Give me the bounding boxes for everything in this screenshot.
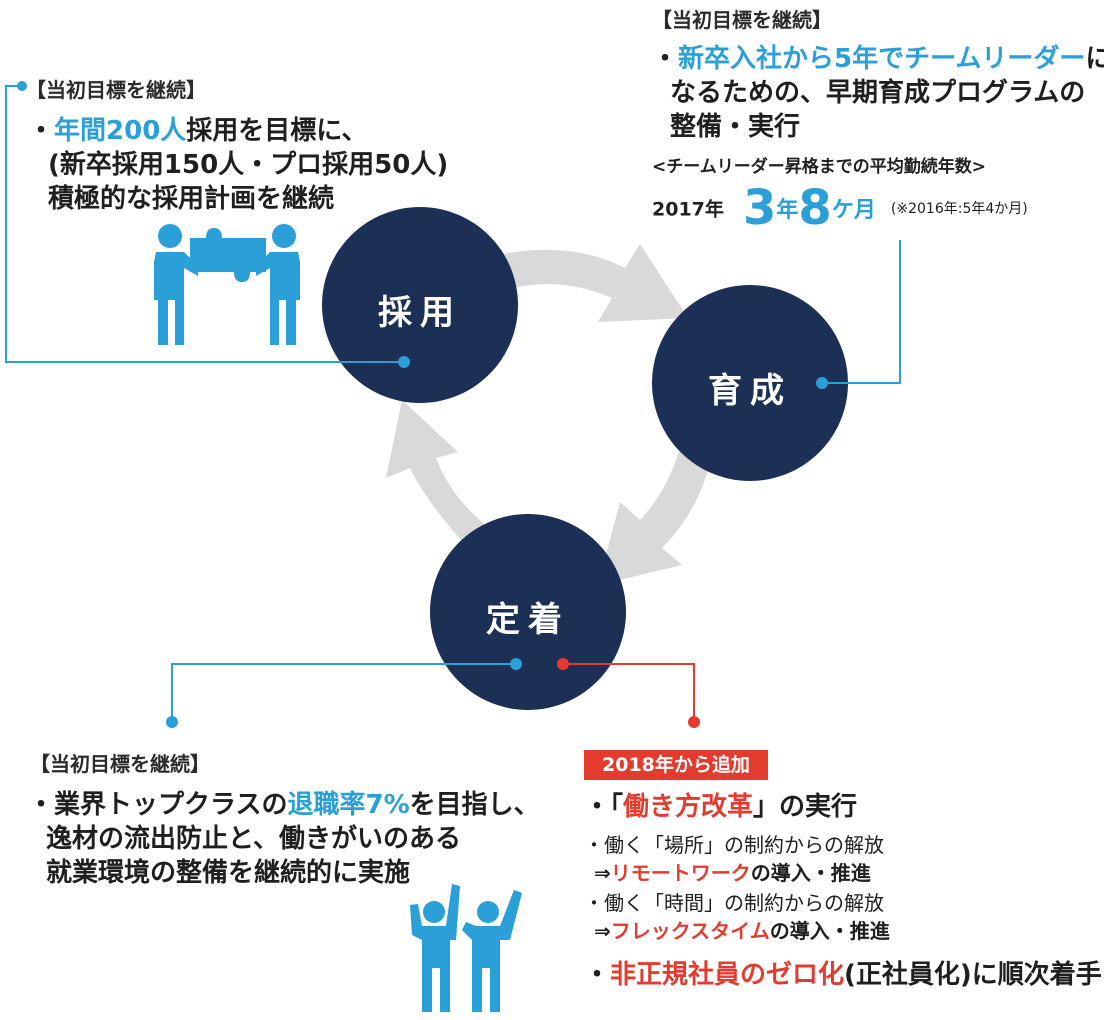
circle-retain <box>430 514 626 710</box>
develop-stat-note: (※2016年:5年4か月) <box>890 201 1028 217</box>
develop-line2: なるための、早期育成プログラムの <box>670 78 1086 108</box>
develop-line1-highlight: 新卒入社から5年でチームリーダー <box>678 44 1086 74</box>
added-item1-prefix: ・「 <box>584 792 624 822</box>
recruit-bracket: 【当初目標を継続】 <box>26 78 206 102</box>
dot-retain-blue-end <box>166 716 178 728</box>
recruit-line2: (新卒採用150人・プロ採用50人) <box>48 150 449 180</box>
develop-stat: 2017年 3年8ケ月 (※2016年:5年4か月) <box>652 180 1028 236</box>
develop-line1: ・新卒入社から5年でチームリーダーに <box>652 42 1104 76</box>
circle-retain-label: 定着 <box>486 600 570 640</box>
added-item2: ・非正規社員のゼロ化(正社員化)に順次着手 <box>584 958 1102 992</box>
retain-line1: ・業界トップクラスの退職率7%を目指し、 <box>28 788 540 822</box>
develop-line3: 整備・実行 <box>670 112 801 142</box>
retain-line2: 逸材の流出防止と、働きがいのある <box>46 824 461 854</box>
added-sub1b-highlight: リモートワーク <box>610 861 751 885</box>
added-item2-prefix: ・ <box>584 960 611 990</box>
develop-subtitle: <チームリーダー昇格までの平均勤続年数> <box>652 157 986 177</box>
retain-line3: 就業環境の整備を継続的に実施 <box>46 858 411 888</box>
develop-stat-years-unit: 年 <box>776 198 799 223</box>
added-sub1b-suffix: の導入・推進 <box>750 861 871 885</box>
added-item1: ・「働き方改革」の実行 <box>584 790 857 824</box>
added-item1-suffix: 」の実行 <box>753 792 858 822</box>
circle-recruit <box>322 207 518 403</box>
develop-stat-months-unit: ケ月 <box>831 198 876 223</box>
recruit-line3: 積極的な採用計画を継続 <box>48 184 335 214</box>
develop-line1-prefix: ・ <box>652 44 679 74</box>
added-sub2: ・働く「時間」の制約からの解放 <box>584 891 884 915</box>
recruit-line1: ・年間200人採用を目標に、 <box>28 114 368 148</box>
added-badge: 2018年から追加 <box>584 750 768 780</box>
retain-line1-prefix: ・業界トップクラスの <box>28 790 288 820</box>
dot-develop-start <box>816 377 828 389</box>
develop-line1-rest: に <box>1085 44 1104 74</box>
recruit-line1-prefix: ・ <box>28 116 55 146</box>
develop-stat-years-value: 3 <box>742 180 777 236</box>
circle-recruit-label: 採用 <box>378 293 462 333</box>
dot-retain-red-end <box>688 716 700 728</box>
puzzle-team-icon <box>154 224 300 345</box>
added-sub1b-prefix: ⇒ <box>594 861 611 885</box>
circle-develop <box>652 285 848 481</box>
added-item2-highlight: 非正規社員のゼロ化 <box>610 960 845 990</box>
retain-line1-highlight: 退職率7% <box>287 790 410 820</box>
develop-stat-months-value: 8 <box>798 180 832 236</box>
connector-retain-blue <box>171 663 516 722</box>
added-sub2b: ⇒フレックスタイムの導入・推進 <box>594 918 890 944</box>
arrow-recruit-to-develop <box>498 244 688 322</box>
dot-retain-blue-start <box>510 658 522 670</box>
retain-bracket: 【当初目標を継続】 <box>30 752 210 776</box>
cheering-people-icon <box>410 884 522 1012</box>
develop-stat-year: 2017年 <box>652 198 724 221</box>
added-item2-suffix: (正社員化)に順次着手 <box>844 960 1102 990</box>
retain-line1-rest: を目指し、 <box>409 790 540 820</box>
connector-retain-red <box>563 663 695 722</box>
dot-recruit-start <box>398 356 410 368</box>
added-sub1: ・働く「場所」の制約からの解放 <box>584 833 884 857</box>
develop-bracket: 【当初目標を継続】 <box>652 8 832 32</box>
added-sub1b: ⇒リモートワークの導入・推進 <box>594 860 871 886</box>
dot-recruit-end <box>17 81 27 91</box>
added-item1-highlight: 働き方改革 <box>623 792 754 822</box>
recruit-line1-rest: 採用を目標に、 <box>186 116 368 146</box>
connector-recruit <box>5 85 404 363</box>
recruit-line1-highlight: 年間200人 <box>54 116 187 146</box>
connector-develop <box>822 240 901 384</box>
cycle-arrows <box>386 244 712 585</box>
arrow-retain-to-recruit <box>386 400 492 548</box>
circle-develop-label: 育成 <box>708 371 792 411</box>
added-sub2b-suffix: の導入・推進 <box>769 919 890 943</box>
arrow-develop-to-retain <box>598 448 712 585</box>
added-sub2b-prefix: ⇒ <box>594 919 611 943</box>
dot-retain-red-start <box>557 658 569 670</box>
added-sub2b-highlight: フレックスタイム <box>610 919 770 943</box>
